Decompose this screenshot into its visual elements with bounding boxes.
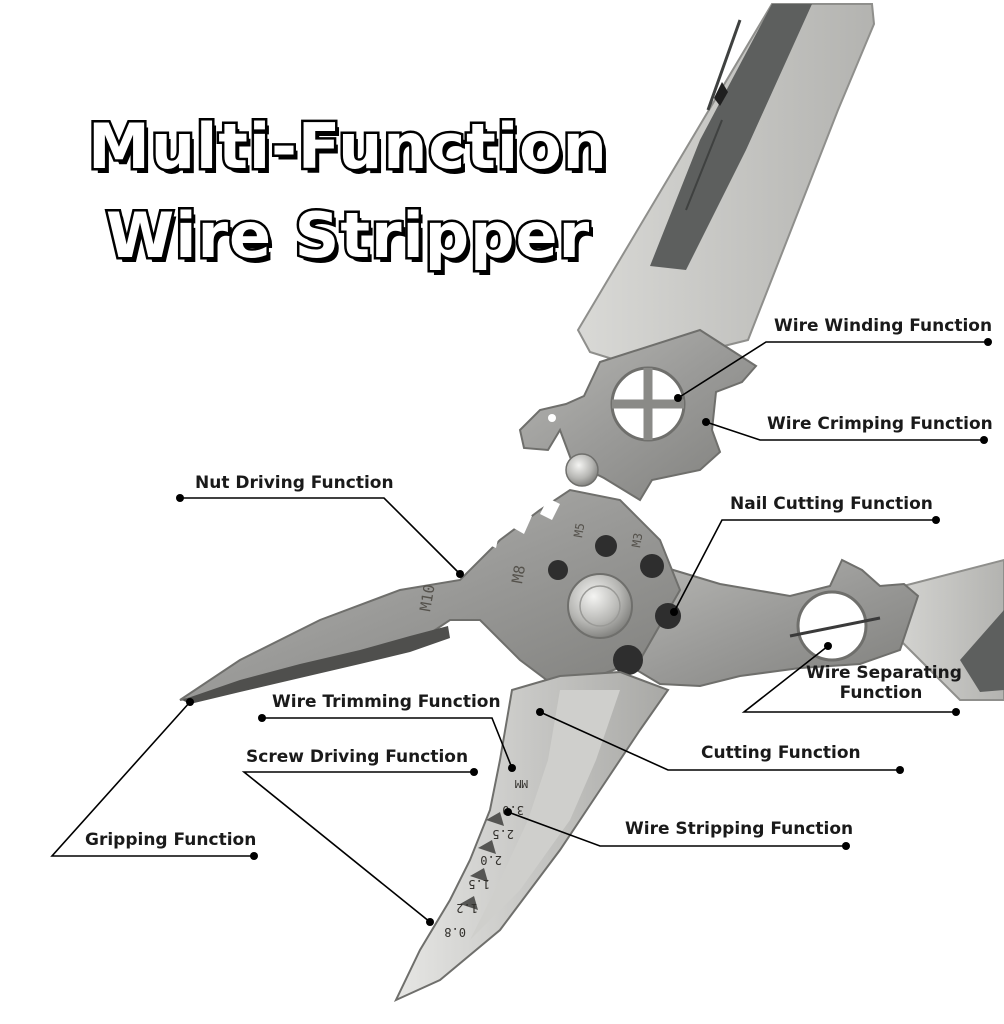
upper-jaw bbox=[179, 488, 682, 704]
callout-lines bbox=[50, 341, 988, 923]
leader-screw-driving bbox=[241, 771, 474, 923]
label-wire-crimping: Wire Crimping Function bbox=[767, 414, 993, 434]
marking-gauge-5: 1.2 bbox=[456, 901, 478, 915]
label-gripping: Gripping Function bbox=[85, 830, 257, 850]
lower-arm bbox=[618, 558, 920, 688]
leader-wire-crimping bbox=[705, 421, 984, 441]
pivot-screw bbox=[567, 573, 633, 639]
label-nail-cutting: Nail Cutting Function bbox=[730, 494, 933, 514]
marking-m8: M8 bbox=[508, 564, 529, 585]
label-wire-separating: Wire Separating Function bbox=[806, 663, 962, 703]
callout-dots bbox=[176, 338, 992, 926]
marking-m10: M10 bbox=[416, 583, 438, 613]
label-nut-driving: Nut Driving Function bbox=[195, 473, 394, 493]
marking-m5: M5 bbox=[571, 522, 587, 539]
marking-gauge-4: 1.5 bbox=[468, 877, 490, 891]
leader-wire-separating bbox=[741, 645, 956, 713]
title-line-2: Wire Stripper bbox=[103, 199, 591, 272]
leader-wire-trimming bbox=[262, 717, 513, 769]
leader-nut-driving bbox=[180, 497, 461, 575]
upper-handle bbox=[576, 3, 876, 372]
label-screw-driving: Screw Driving Function bbox=[246, 747, 469, 767]
marking-gauge-6: 0.8 bbox=[444, 925, 466, 939]
lower-blade bbox=[393, 670, 670, 1003]
leader-cutting bbox=[539, 711, 900, 771]
label-cutting: Cutting Function bbox=[701, 743, 861, 763]
label-wire-separating-line-2: Function bbox=[839, 682, 923, 703]
title-line-1: Multi-Function bbox=[86, 110, 610, 183]
leader-wire-stripping bbox=[507, 811, 846, 847]
marking-m3: M3 bbox=[629, 532, 645, 549]
label-wire-winding: Wire Winding Function bbox=[774, 316, 993, 336]
label-wire-stripping: Wire Stripping Function bbox=[625, 819, 854, 839]
crimp-plate bbox=[518, 328, 758, 502]
label-wire-trimming: Wire Trimming Function bbox=[272, 692, 501, 712]
marking-mm: MM bbox=[514, 777, 528, 790]
leader-nail-cutting bbox=[673, 519, 936, 613]
leader-gripping bbox=[50, 701, 254, 857]
label-wire-separating-line-1: Wire Separating bbox=[806, 663, 962, 683]
marking-gauge-3: 2.0 bbox=[480, 853, 502, 867]
leader-wire-winding bbox=[677, 341, 988, 399]
pin-rivet bbox=[565, 453, 599, 487]
marking-gauge-2: 2.5 bbox=[492, 827, 514, 841]
